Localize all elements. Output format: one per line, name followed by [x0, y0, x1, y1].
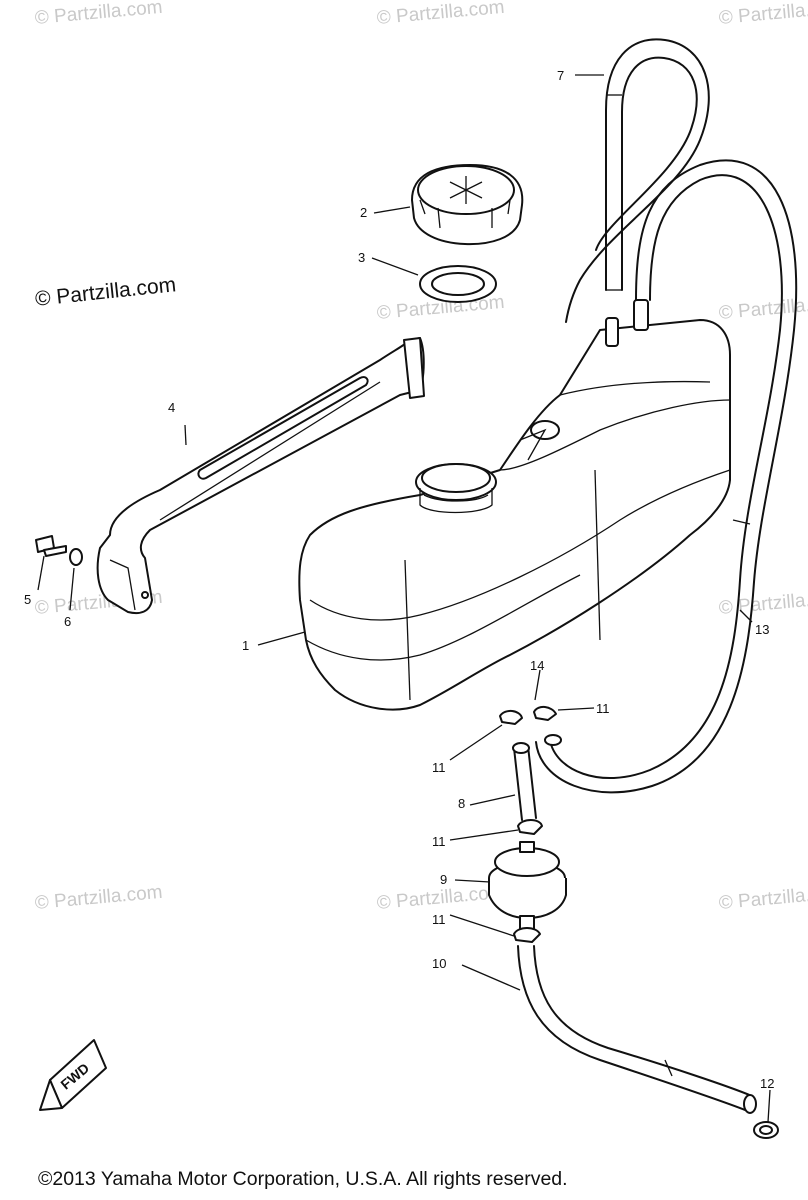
clip-11-mid	[517, 819, 543, 835]
filler-neck	[415, 463, 497, 514]
callout-6: 6	[64, 614, 71, 629]
fuel-cap-2	[411, 164, 524, 246]
clip-11-low	[513, 927, 541, 943]
washer-6	[69, 548, 83, 566]
callout-3: 3	[358, 250, 365, 265]
clips-11-top	[499, 706, 557, 725]
hose-13	[535, 159, 798, 794]
callout-4: 4	[168, 400, 175, 415]
tank-nipples	[605, 299, 649, 347]
fuel-filter-9	[488, 841, 567, 931]
callout-14: 14	[530, 658, 544, 673]
callout-8: 8	[458, 796, 465, 811]
callout-7: 7	[557, 68, 564, 83]
callout-2: 2	[360, 205, 367, 220]
fuel-tank-1	[298, 319, 731, 711]
copyright-notice: ©2013 Yamaha Motor Corporation, U.S.A. A…	[38, 1168, 568, 1190]
callout-5: 5	[24, 592, 31, 607]
hose-10	[517, 945, 757, 1114]
callout-13: 13	[755, 622, 769, 637]
gasket-3	[419, 265, 497, 303]
callout-11: 11	[432, 760, 446, 775]
hose-7	[565, 38, 710, 323]
callout-10: 10	[432, 956, 446, 971]
callout-11: 11	[432, 834, 446, 849]
callout-9: 9	[440, 872, 447, 887]
bracket-4	[96, 337, 425, 615]
tank-fitting	[519, 420, 560, 461]
leader-lines	[37, 74, 771, 1123]
callout-12: 12	[760, 1076, 774, 1091]
diagram-drawing: FWD 7 2 3 4 5 6 1 14	[24, 38, 798, 1139]
hose-8	[512, 742, 537, 821]
callout-11: 11	[596, 701, 610, 716]
bolt-5	[35, 535, 67, 557]
fwd-arrow-icon: FWD	[39, 1039, 107, 1111]
callout-11: 11	[432, 912, 446, 927]
callout-1: 1	[242, 638, 249, 653]
hose-stub	[544, 734, 562, 746]
clamp-12	[753, 1121, 779, 1139]
